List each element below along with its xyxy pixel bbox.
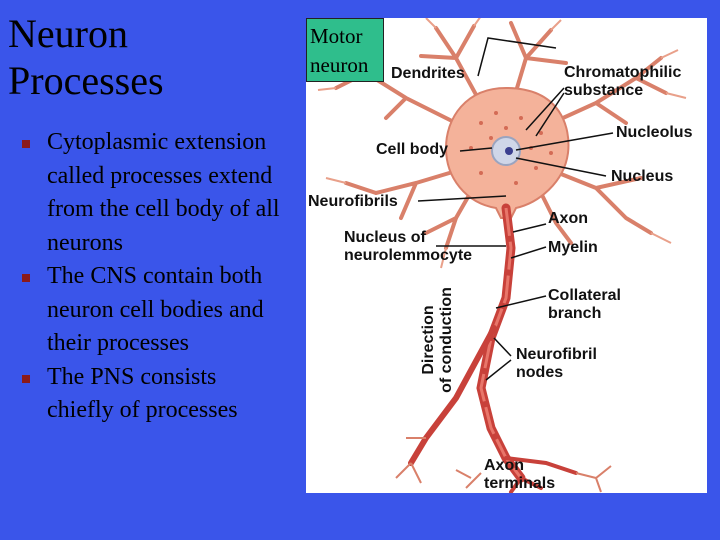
title-line-1: Neuron [8,11,128,56]
label-chromatophilic-2: substance [564,82,644,99]
label-nodes-2: nodes [516,364,564,381]
label-neurofibrils: Neurofibrils [308,193,398,210]
label-dendrites: Dendrites [391,65,465,82]
label-collateral-branch: Collateral branch [548,287,621,323]
label-nodes-1: Neurofibril [516,346,597,363]
label-chromatophilic-1: Chromatophilic [564,64,682,81]
label-collateral-2: branch [548,305,602,322]
badge-line-2: neuron [310,53,369,77]
label-nucleus-of-neurolemmocyte: Nucleus of neurolemmocyte [344,229,472,265]
bullet-list: Cytoplasmic extension called processes e… [22,126,284,428]
label-nucleus: Nucleus [611,168,674,185]
bullet-item: Cytoplasmic extension called processes e… [22,126,284,260]
label-terminals-1: Axon [484,457,524,474]
label-direction-1: Direction [420,305,437,375]
label-direction-2: of conduction [438,287,455,393]
title-line-2: Processes [8,58,164,103]
bullet-text: The CNS contain both neuron cell bodies … [47,263,264,356]
square-bullet-icon [22,374,30,383]
label-chromatophilic: Chromatophilic substance [564,64,681,100]
bullet-text: The PNS consists chiefly of processes [47,363,238,424]
label-cell-body: Cell body [376,141,449,158]
label-nucleus-neuro-2: neurolemmocyte [344,247,473,264]
bullet-item: The CNS contain both neuron cell bodies … [22,260,284,361]
bullet-item: The PNS consists chiefly of processes [22,361,284,428]
square-bullet-icon [22,140,30,148]
label-terminals-2: terminals [484,475,556,492]
motor-neuron-badge: Motor neuron [306,18,384,82]
neuron-illustration [317,18,687,493]
neuron-figure [306,18,707,493]
bullet-text: Cytoplasmic extension called processes e… [47,129,280,256]
slide-title: Neuron Processes [8,10,288,104]
label-axon-terminals: Axon terminals [484,457,555,493]
label-axon: Axon [548,210,588,227]
label-direction-of-conduction: Direction of conduction [420,280,456,400]
badge-line-1: Motor [310,24,363,48]
label-myelin: Myelin [548,239,598,256]
label-neurofibril-nodes: Neurofibril nodes [516,346,597,382]
label-collateral-1: Collateral [548,287,621,304]
square-bullet-icon [22,274,30,282]
label-nucleus-neuro-1: Nucleus of [344,229,426,246]
label-nucleolus: Nucleolus [616,124,693,141]
